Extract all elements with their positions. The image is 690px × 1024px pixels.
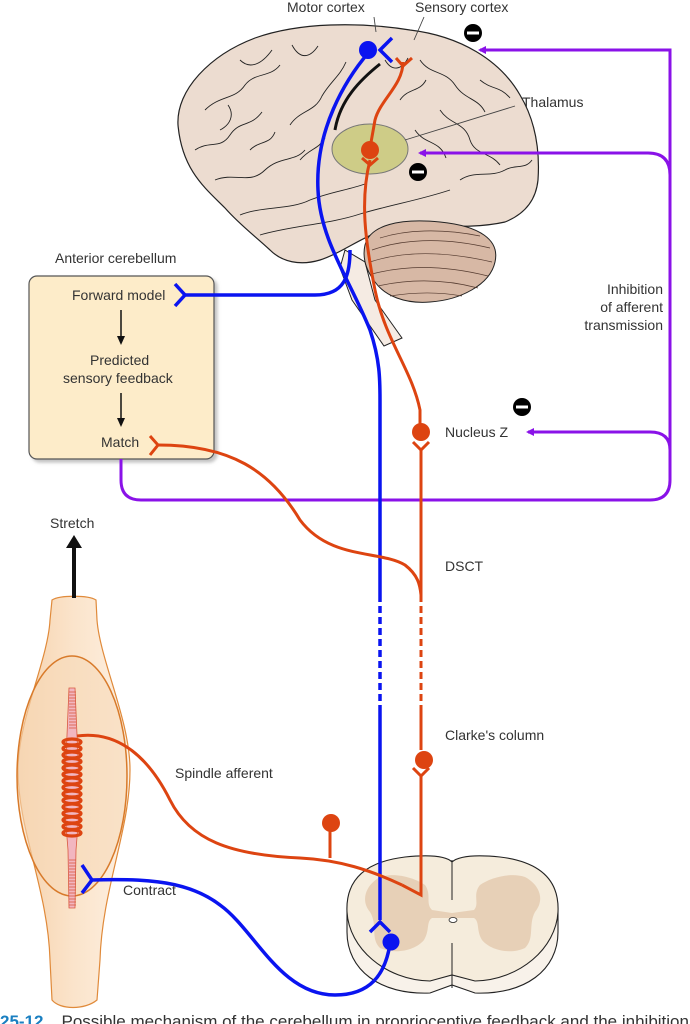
- label-sensory-feedback: sensory feedback: [63, 370, 174, 386]
- label-contract: Contract: [123, 882, 176, 898]
- labels: Motor cortex Sensory cortex Thalamus Ant…: [50, 0, 663, 898]
- clarkes-column-synapse: [411, 766, 431, 779]
- label-spindle-afferent: Spindle afferent: [175, 765, 273, 781]
- label-transmission: transmission: [584, 317, 663, 333]
- match-collateral: [157, 443, 423, 596]
- fiber-striations: [69, 691, 76, 906]
- label-anterior-cerebellum: Anterior cerebellum: [55, 250, 176, 266]
- spindle-coil: [61, 828, 83, 838]
- inhibition-pathway: [119, 46, 672, 502]
- sensory-cortex-synapse: [394, 56, 413, 69]
- inhibitory-symbols: [409, 24, 531, 416]
- label-dsct: DSCT: [445, 558, 484, 574]
- label-thalamus: Thalamus: [522, 94, 583, 110]
- arrowhead-icon: [117, 418, 125, 427]
- motor-neuron-synapse: [368, 919, 392, 934]
- clarke-to-cord: [401, 776, 423, 898]
- brain: [177, 24, 539, 347]
- motor-cortex-neuron: [359, 41, 377, 59]
- collateral-terminal: [322, 814, 340, 832]
- label-of-afferent: of afferent: [600, 299, 663, 315]
- central-sulcus: [333, 62, 381, 131]
- gray-matter: [365, 875, 541, 952]
- central-canal: [448, 917, 458, 923]
- motor-efferent-to-muscle: [91, 877, 392, 997]
- spindle-afferent-coils: [61, 737, 83, 838]
- ascending-tract: [363, 159, 422, 430]
- muscle-synapse: [80, 864, 95, 895]
- thalamus-synapse: [361, 156, 379, 167]
- cortex-synapse: [377, 36, 394, 64]
- label-sensory-cortex: Sensory cortex: [415, 0, 508, 15]
- clarkes-column-neuron: [415, 751, 433, 769]
- corticospinal-tract: [316, 50, 382, 595]
- label-nucleus-z: Nucleus Z: [445, 424, 508, 440]
- cerebellum-folia: [369, 230, 493, 297]
- arrowhead-icon: [66, 535, 82, 548]
- spinal-motor-neuron: [382, 933, 400, 951]
- figure-caption: 25-12 Possible mechanism of the cerebellu…: [0, 1009, 690, 1024]
- label-match: Match: [101, 434, 139, 450]
- match-synapse: [148, 435, 160, 456]
- inhibition-to-thalamus: [418, 149, 672, 176]
- caption-text: Possible mechanism of the cerebellum in …: [61, 1012, 690, 1024]
- label-predicted: Predicted: [90, 352, 149, 368]
- motor-pathway: [80, 36, 394, 997]
- leader-lines: [373, 16, 516, 141]
- cerebral-to-cerebellum-fiber: [185, 249, 352, 297]
- anterior-cerebellum-box: [28, 275, 215, 460]
- figure-number: 25-12: [0, 1012, 44, 1024]
- label-motor-cortex: Motor cortex: [287, 0, 365, 15]
- nucleus-z-synapse: [411, 440, 431, 453]
- spinal-cord: [346, 855, 559, 994]
- muscle: [16, 535, 131, 1009]
- arrowhead-icon: [117, 336, 125, 345]
- thalamic-neuron: [361, 141, 379, 159]
- label-forward-model: Forward model: [72, 287, 165, 303]
- thalamocortical-fiber: [368, 61, 405, 149]
- cerebellum: [363, 220, 497, 303]
- sensory-pathway: [76, 56, 431, 898]
- forward-model-synapse: [173, 282, 188, 308]
- label-stretch: Stretch: [50, 515, 94, 531]
- label-clarkes-column: Clarke's column: [445, 727, 544, 743]
- inhibition-to-sensory-cortex: [119, 46, 672, 502]
- inhibition-to-nucleus-z: [526, 428, 672, 451]
- spindle-afferent-fiber: [76, 733, 403, 887]
- nucleus-z-neuron: [412, 423, 430, 441]
- label-inhibition: Inhibition: [607, 281, 663, 297]
